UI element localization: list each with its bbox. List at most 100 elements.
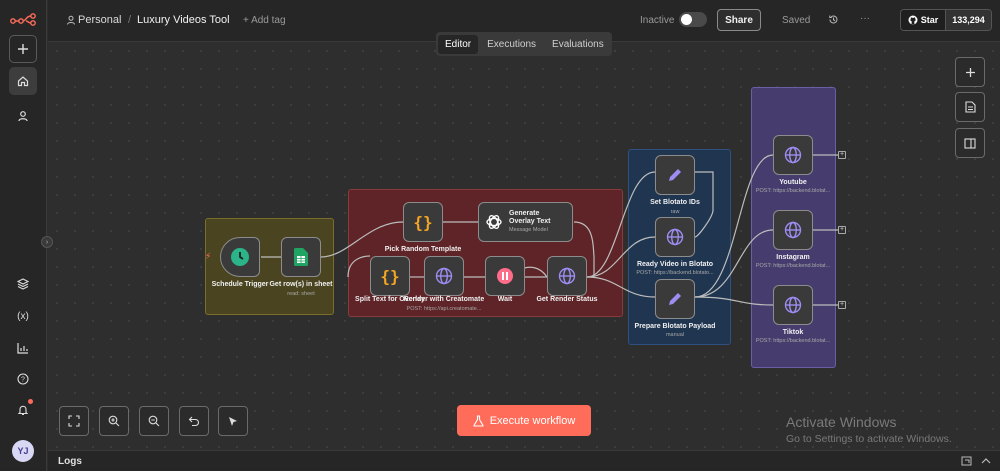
tab-editor[interactable]: Editor [438,34,479,54]
node-wait[interactable] [485,256,525,296]
tab-evaluations[interactable]: Evaluations [552,38,604,50]
node-render-creatomate[interactable] [424,256,464,296]
add-tag-button[interactable]: + Add tag [243,15,286,26]
avatar[interactable]: YJ [12,440,34,462]
github-star-button[interactable]: Star 133,294 [900,9,992,31]
add-icon [18,44,28,54]
code-icon: {} [380,266,400,286]
add-node-button[interactable]: + [838,151,846,159]
flask-icon [473,414,484,427]
share-button[interactable]: Share [717,9,761,31]
node-set-blotato-ids[interactable] [655,155,695,195]
workflow-canvas[interactable]: ⚡ Schedule Trigger Get row(s) in sheet r… [48,42,1000,450]
sticky-note-button[interactable] [955,92,985,122]
clock-icon [231,248,249,266]
workflow-title[interactable]: Luxury Videos Tool [137,14,230,26]
pop-out-icon[interactable] [961,455,973,467]
zoom-out-button[interactable] [139,406,169,436]
user-icon [18,111,28,122]
node-label: Wait [497,296,513,303]
panel-icon [964,137,976,149]
node-subtitle: POST: https://backend.blotat... [755,338,831,344]
plus-icon [965,67,975,77]
chevron-up-icon[interactable] [980,455,992,467]
node-subtitle: read: sheet [287,291,315,297]
add-button[interactable] [9,35,37,63]
node-subtitle: POST: https://backend.blotat... [755,263,831,269]
node-pick-random-template[interactable]: {} [403,202,443,242]
collapse-sidebar-button[interactable]: › [41,236,53,248]
node-tiktok[interactable] [773,285,813,325]
node-label: Get row(s) in sheet [269,281,333,288]
github-star: Star [901,10,945,30]
project-breadcrumb[interactable]: Personal [78,14,122,26]
node-label: Split Text for Overlay [355,296,425,303]
add-node-panel-button[interactable] [955,57,985,87]
personal-button[interactable] [9,102,37,130]
document-icon [964,101,976,113]
history-icon[interactable] [828,14,839,25]
node-youtube[interactable] [773,135,813,175]
node-instagram[interactable] [773,210,813,250]
user-icon [67,15,75,25]
google-sheets-icon [294,248,308,266]
node-generate-overlay-text[interactable]: Generate Overlay Text Message Model [478,202,573,242]
notification-dot [28,399,33,404]
n8n-logo-icon[interactable] [10,12,36,26]
node-label: Ready Video in Blotato [636,261,714,268]
globe-icon [435,267,453,285]
node-label: Instagram [776,254,810,261]
toggle-panel-button[interactable] [955,128,985,158]
more-options-button[interactable]: ··· [860,13,870,24]
github-icon [908,15,918,25]
node-label: Pick Random Template [384,246,462,253]
node-label: Render with Creatomate [403,296,485,303]
active-toggle[interactable] [679,12,707,27]
tab-executions[interactable]: Executions [487,38,537,50]
variables-icon: (x) [17,310,29,322]
home-button[interactable] [9,67,37,95]
watermark-subtitle: Go to Settings to activate Windows. [786,433,952,445]
openai-icon [486,215,502,229]
execute-workflow-button[interactable]: Execute workflow [457,405,591,436]
pencil-icon [669,169,681,181]
globe-icon [558,267,576,285]
node-ready-video-blotato[interactable] [655,217,695,257]
node-get-render-status[interactable] [547,256,587,296]
node-split-text[interactable]: {} [370,256,410,296]
fit-view-button[interactable] [59,406,89,436]
node-subtitle: POST: https://backend.blotat... [755,188,831,194]
windows-activation-watermark: Activate Windows Go to Settings to activ… [786,414,952,445]
breadcrumb-separator: / [128,14,132,26]
globe-icon [784,221,802,239]
toggle-knob [681,14,692,25]
templates-button[interactable] [9,270,37,298]
variables-button[interactable]: (x) [9,302,37,330]
node-prepare-blotato-payload[interactable] [655,279,695,319]
logs-panel[interactable]: Logs [48,450,1000,471]
add-node-button[interactable]: + [838,226,846,234]
svg-text:?: ? [21,377,25,384]
status-label: Inactive [640,15,675,26]
execute-workflow-label: Execute workflow [489,414,576,427]
help-button[interactable]: ? [9,365,37,393]
zoom-out-icon [148,415,160,427]
insights-button[interactable] [9,334,37,362]
undo-button[interactable] [179,406,209,436]
node-subtitle: POST: https://backend.blotato... [636,270,714,276]
add-node-button[interactable]: + [838,301,846,309]
node-label: Overlay Text [509,218,551,225]
notifications-button[interactable] [9,396,37,424]
node-label: Set Blotato IDs [650,199,700,206]
zoom-in-icon [108,415,120,427]
node-label: Schedule Trigger [211,281,269,288]
node-get-rows[interactable] [281,237,321,277]
tidy-up-button[interactable] [218,406,248,436]
node-schedule-trigger[interactable] [220,237,260,277]
node-label: Get Render Status [536,296,598,303]
node-label: Prepare Blotato Payload [634,323,716,330]
help-icon: ? [17,373,29,385]
zoom-in-button[interactable] [99,406,129,436]
trigger-bolt-icon: ⚡ [205,251,212,261]
